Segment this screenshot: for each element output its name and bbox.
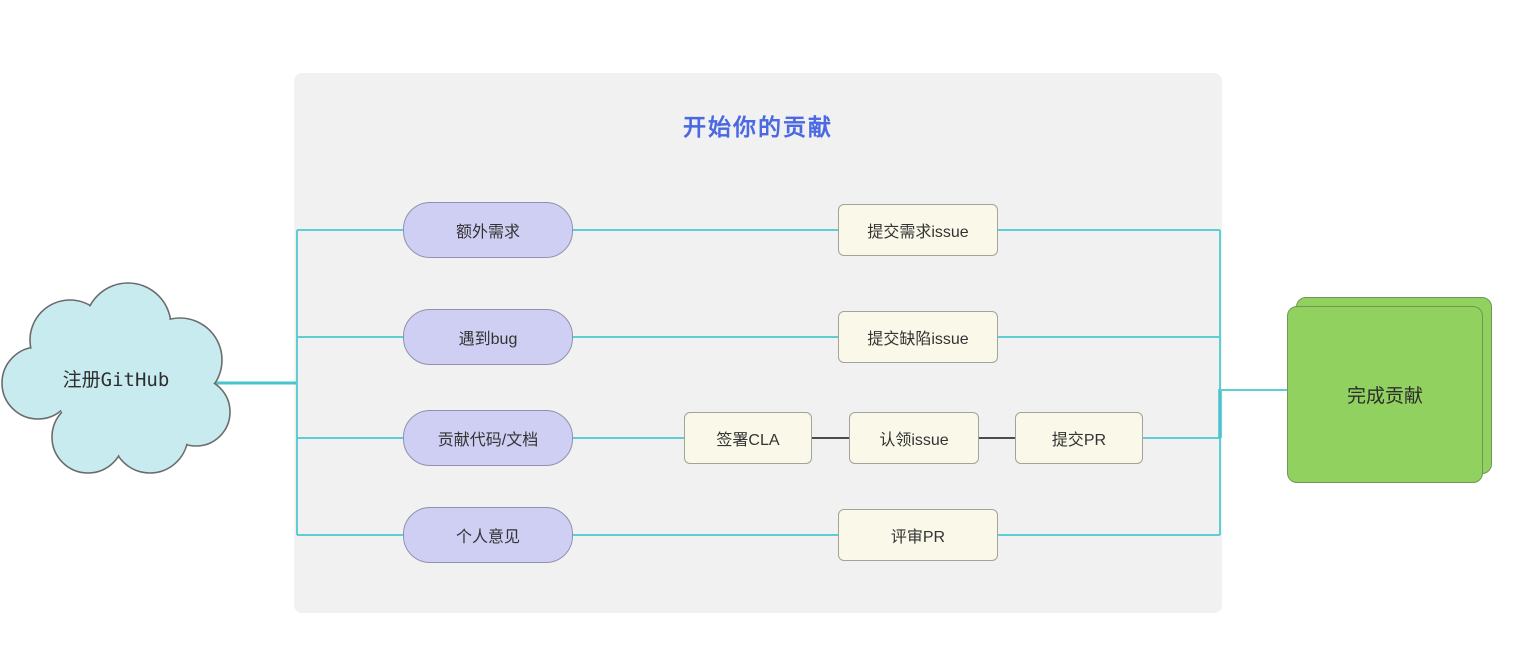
diagram-title: 开始你的贡献 xyxy=(683,114,833,140)
step-label: 认领issue xyxy=(879,432,949,449)
step-label: 提交缺陷issue xyxy=(867,331,969,348)
step-label: 提交需求issue xyxy=(867,224,969,241)
node-branch-personal-opinion[interactable]: 个人意见 xyxy=(403,507,573,563)
node-step-sign-cla[interactable]: 签署CLA xyxy=(684,412,812,464)
node-branch-contribute-code-docs[interactable]: 贡献代码/文档 xyxy=(403,410,573,466)
start-node-label: 注册GitHub xyxy=(62,368,170,391)
node-step-review-pr[interactable]: 评审PR xyxy=(838,509,998,561)
node-complete-contribution[interactable]: 完成贡献 xyxy=(1287,306,1483,483)
step-label: 提交PR xyxy=(1051,432,1107,449)
branch-label: 遇到bug xyxy=(458,331,518,348)
node-step-submit-defect-issue[interactable]: 提交缺陷issue xyxy=(838,311,998,363)
node-branch-extra-requirement[interactable]: 额外需求 xyxy=(403,202,573,258)
node-register-github[interactable]: 注册GitHub xyxy=(0,278,232,478)
branch-label: 额外需求 xyxy=(455,224,520,241)
end-node-label: 完成贡献 xyxy=(1346,386,1423,407)
branch-label: 贡献代码/文档 xyxy=(437,432,539,449)
cloud-shape xyxy=(1,282,231,474)
step-label: 评审PR xyxy=(890,529,946,546)
node-step-submit-pr[interactable]: 提交PR xyxy=(1015,412,1143,464)
node-branch-found-bug[interactable]: 遇到bug xyxy=(403,309,573,365)
node-step-claim-issue[interactable]: 认领issue xyxy=(849,412,979,464)
step-label: 签署CLA xyxy=(716,432,780,449)
branch-label: 个人意见 xyxy=(455,529,520,546)
node-step-submit-requirement-issue[interactable]: 提交需求issue xyxy=(838,204,998,256)
